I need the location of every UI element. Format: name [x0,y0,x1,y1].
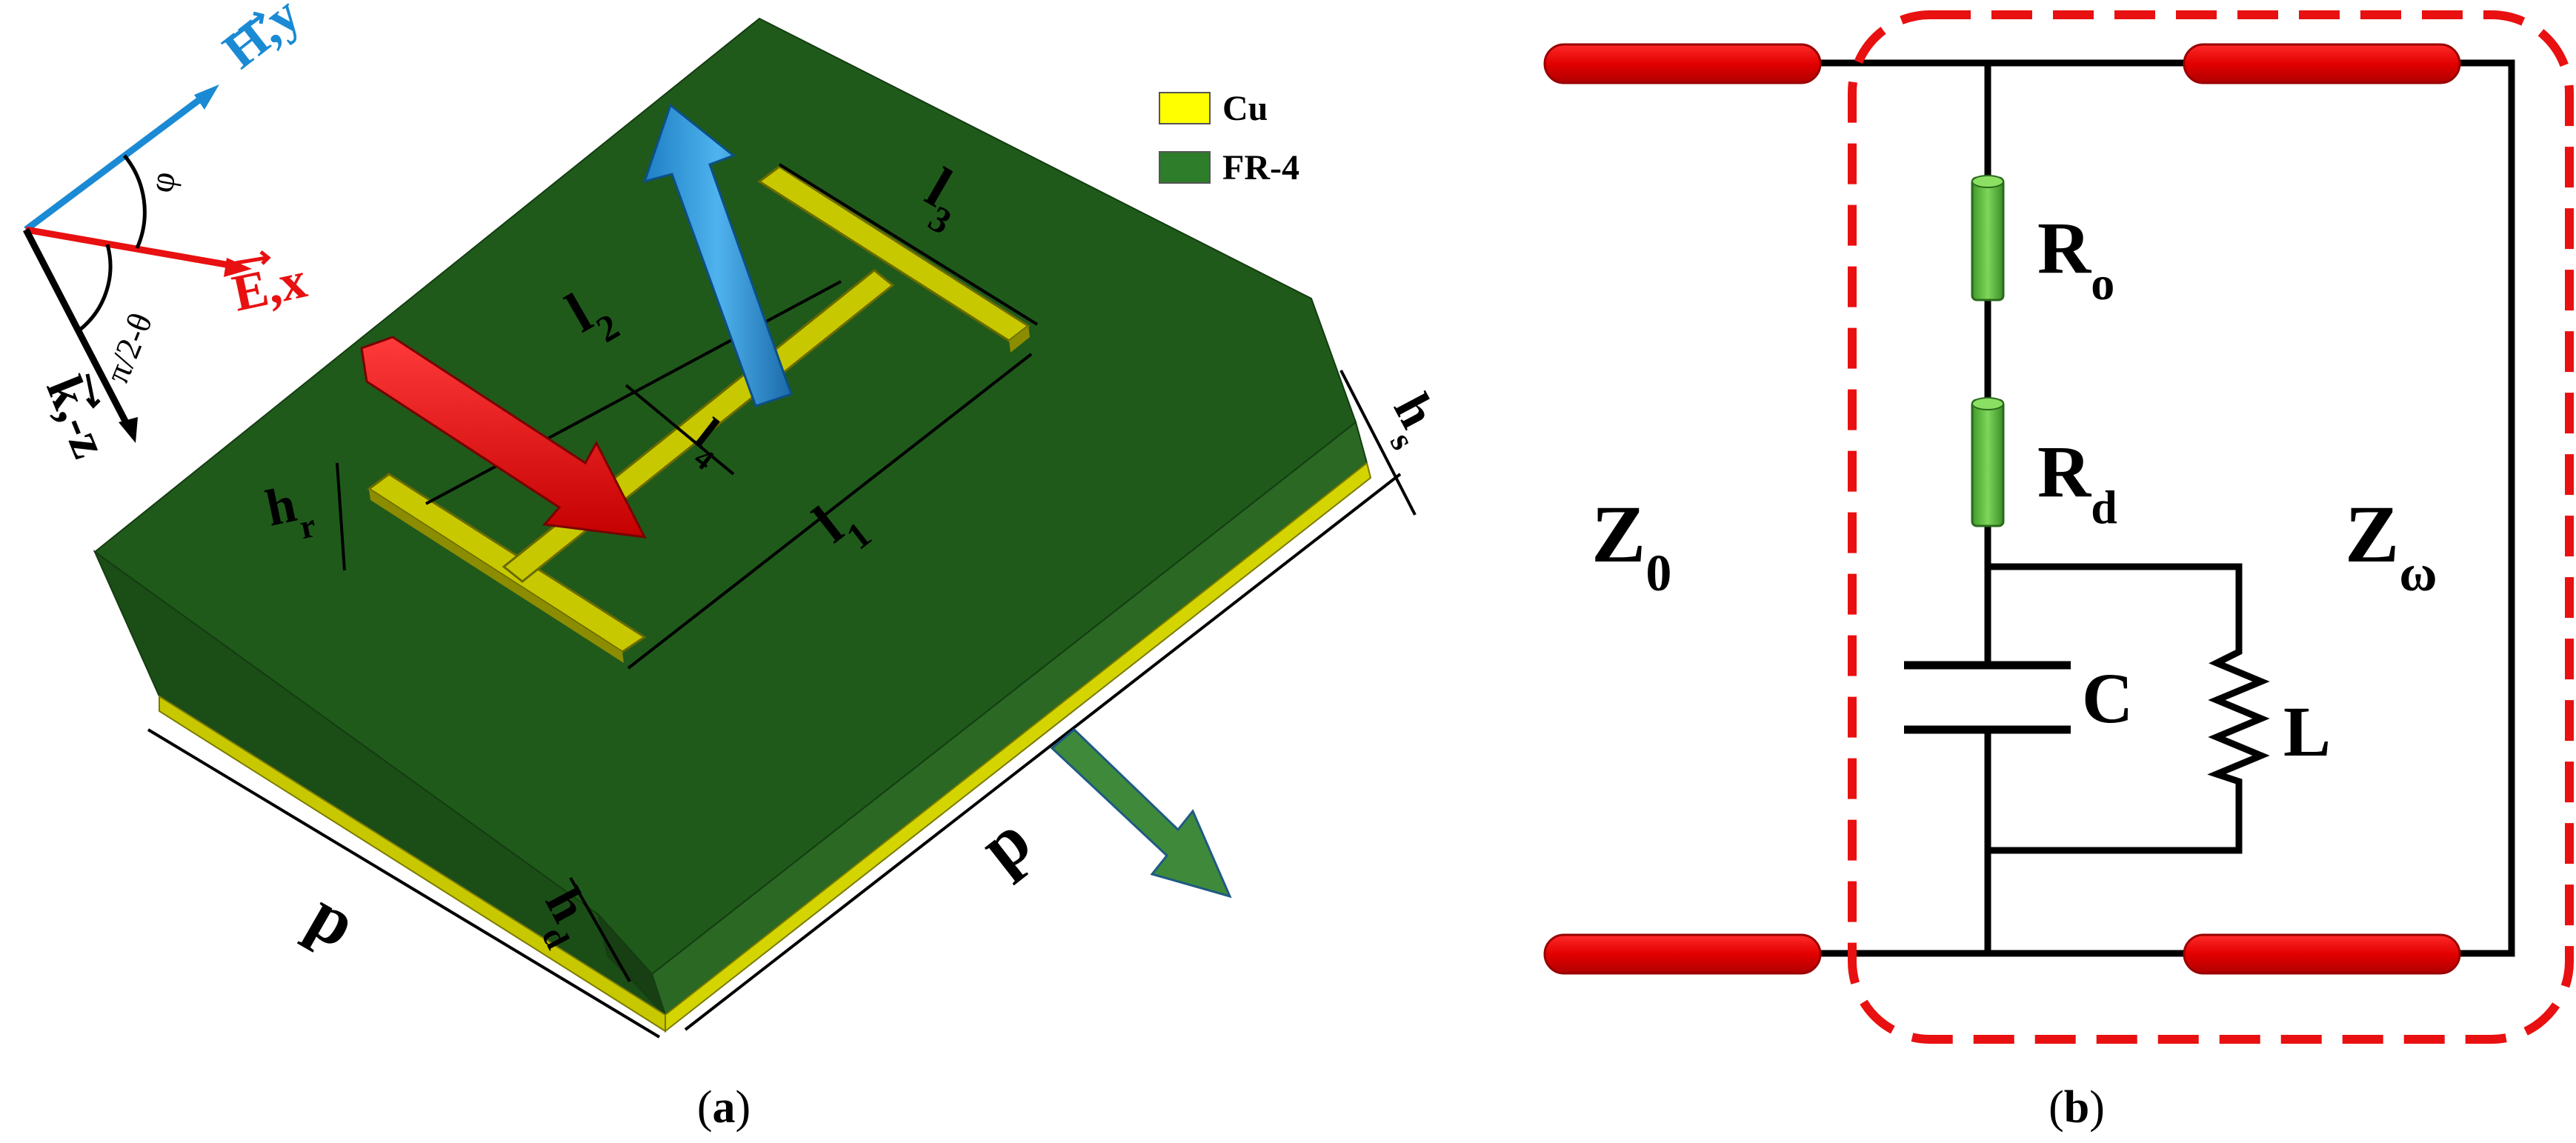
dim-label-p-left: p [296,875,370,963]
phi-label: φ [142,168,184,195]
k-axis-line [23,227,133,432]
copper-ground-right [665,461,1372,1033]
h-axis-arrowhead [194,84,219,110]
caption-b: (b) [2049,1082,2105,1133]
dim-line-hr [336,462,346,571]
wire-lc-bottom [1988,793,2243,854]
panel-b: Z0 Zω Ro Rd C L (b) [1543,10,2574,1133]
resistor-rd-cap [1971,397,2004,410]
terminals [1543,43,2461,975]
e-axis-arrowhead [224,258,252,277]
dim-line-l3 [778,163,1039,326]
phi-angle-arc [123,154,147,250]
h-field-arrow-3d [642,103,793,407]
wire-top-right [2458,59,2515,957]
dim-line-p-right [684,473,1402,1031]
legend-label-fr4: FR-4 [1222,148,1299,187]
dim-line-l4 [625,384,735,476]
dim-label-hs: hs [1370,384,1453,455]
theta-angle-arc [79,244,113,331]
terminal-top-right [2183,43,2461,84]
e-vector-arrow-icon [235,250,271,265]
dim-line-p-left [147,728,661,1039]
resistor-ro-body [1971,176,2005,301]
dimension-lines [147,163,1417,1039]
legend: Cu FR-4 [1159,89,1299,187]
transmitted-wave-arrow [1050,727,1232,899]
resonator-bar-right-edge [1009,326,1030,353]
label-z0: Z0 [1591,489,1671,602]
legend-swatch-fr4 [1159,151,1211,184]
label-c: C [2082,659,2133,738]
resistor-ro [1971,175,2005,301]
h-axis-line [24,90,211,233]
terminal-top-left [1543,43,1822,84]
e-field-arrow-3d [360,336,647,539]
circuit-wires [1815,59,2515,957]
label-ro: Ro [2037,207,2114,310]
terminal-bottom-right [2183,933,2461,975]
k-axis-arrowhead [119,417,138,443]
dim-line-l1 [627,353,1033,670]
e-axis-line [25,226,239,270]
substrate-block [93,17,1372,1033]
dim-line-hd [569,877,631,982]
terminal-bottom-left [1543,933,1822,975]
capacitor [1904,661,2071,734]
inductor [2207,637,2270,793]
k-vector-arrow-icon [85,373,101,409]
label-rd: Rd [2037,430,2117,533]
caption-a: (a) [697,1082,750,1133]
resistor-rd [1971,397,2005,527]
panel-a: H,y E,x k,-z φ π/2-θ Cu FR-4 l1 l2 l3 l4… [23,0,1453,1133]
label-l: L [2283,692,2331,771]
wire-lc-top [1988,563,2243,637]
h-axis-label: H,y [213,0,310,80]
h-vector-arrow-icon [230,11,264,40]
theta-label: π/2-θ [98,307,159,387]
dim-line-hs [1339,370,1417,516]
label-zw: Zω [2345,489,2437,602]
coordinate-triad [23,84,252,443]
resistor-ro-cap [1971,175,2004,188]
impedance-boundary-box [1848,10,2574,1044]
dim-label-p-right: p [965,799,1045,886]
legend-swatch-cu [1159,92,1211,124]
legend-label-cu: Cu [1222,89,1268,128]
resonator-bar-left-edge [369,489,624,663]
resistor-rd-body [1971,399,2005,527]
